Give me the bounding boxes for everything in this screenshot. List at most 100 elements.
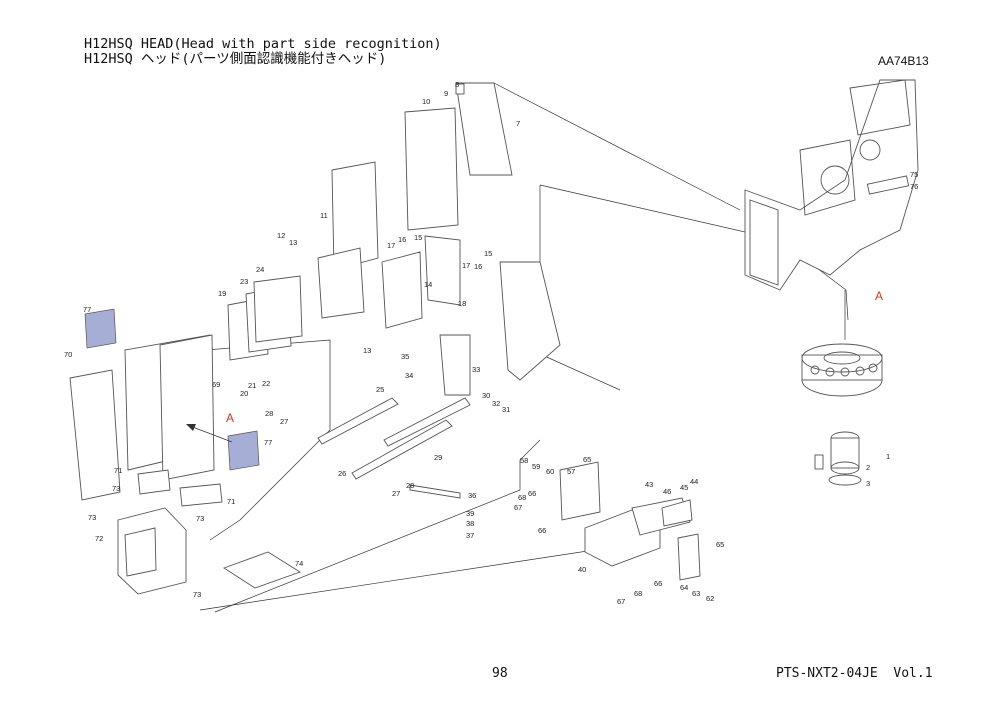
callout-74: 74 <box>295 559 303 568</box>
label-77-b <box>227 430 260 471</box>
callout-27: 27 <box>280 417 288 426</box>
callout-77: 77 <box>83 305 91 314</box>
callout-71: 71 <box>114 466 122 475</box>
callout-36: 36 <box>468 491 476 500</box>
callout-39: 39 <box>466 509 474 518</box>
callout-57: 57 <box>567 467 575 476</box>
callout-67: 67 <box>514 503 522 512</box>
callout-33: 33 <box>472 365 480 374</box>
callout-64: 64 <box>680 583 688 592</box>
callout-28: 28 <box>265 409 273 418</box>
callout-9: 9 <box>444 89 448 98</box>
callout-72: 72 <box>95 534 103 543</box>
callout-29: 29 <box>434 453 442 462</box>
rails <box>317 397 471 480</box>
callout-65: 65 <box>716 540 724 549</box>
callout-62: 62 <box>706 594 714 603</box>
callout-13: 13 <box>289 238 297 247</box>
callout-18: 18 <box>458 299 466 308</box>
callout-38: 38 <box>466 519 474 528</box>
callout-66: 66 <box>538 526 546 535</box>
box-72 <box>117 469 223 595</box>
callout-35: 35 <box>401 352 409 361</box>
callout-25: 25 <box>376 385 384 394</box>
callout-66: 66 <box>654 579 662 588</box>
bracket-14 <box>381 235 461 329</box>
title-english: H12HSQ HEAD(Head with part side recognit… <box>84 36 442 52</box>
callout-23: 23 <box>240 277 248 286</box>
callout-69: 69 <box>212 380 220 389</box>
callout-31: 31 <box>502 405 510 414</box>
callout-20: 20 <box>240 389 248 398</box>
callout-75: 75 <box>910 170 918 179</box>
callout-24: 24 <box>256 265 264 274</box>
callout-73: 73 <box>112 484 120 493</box>
callout-45: 45 <box>680 483 688 492</box>
callout-66: 66 <box>528 489 536 498</box>
callout-11: 11 <box>320 211 328 220</box>
cover-69 <box>69 334 215 501</box>
document-id: PTS-NXT2-04JE Vol.1 <box>776 666 933 681</box>
callout-77: 77 <box>264 438 272 447</box>
callout-73: 73 <box>88 513 96 522</box>
lever-36 <box>409 484 461 499</box>
callout-67: 67 <box>617 597 625 606</box>
reference-mark-a: A <box>875 289 883 303</box>
callout-17: 17 <box>462 261 470 270</box>
title-japanese: H12HSQ ヘッド(パーツ側面認識機能付きヘッド) <box>84 51 387 67</box>
callout-71: 71 <box>227 497 235 506</box>
plate-74 <box>222 551 302 589</box>
callout-34: 34 <box>405 371 413 380</box>
callout-15: 15 <box>484 249 492 258</box>
callout-40: 40 <box>578 565 586 574</box>
callout-37: 37 <box>466 531 474 540</box>
callout-17: 17 <box>387 241 395 250</box>
callout-27: 27 <box>392 489 400 498</box>
callout-3: 3 <box>866 479 870 488</box>
callout-2: 2 <box>866 463 870 472</box>
callout-76: 76 <box>910 182 918 191</box>
callout-46: 46 <box>663 487 671 496</box>
label-77-a <box>84 308 117 349</box>
callout-59: 59 <box>532 462 540 471</box>
board-7 <box>455 82 513 176</box>
callout-22: 22 <box>262 379 270 388</box>
callout-73: 73 <box>196 514 204 523</box>
callout-7: 7 <box>516 119 520 128</box>
callout-30: 30 <box>482 391 490 400</box>
bracket-11 <box>317 107 459 319</box>
callout-19: 19 <box>218 289 226 298</box>
callout-13: 13 <box>363 346 371 355</box>
slider-40 <box>559 461 701 581</box>
camera-unit <box>227 275 303 361</box>
callout-63: 63 <box>692 589 700 598</box>
callout-10: 10 <box>422 97 430 106</box>
callout-8: 8 <box>455 80 459 89</box>
callout-1: 1 <box>886 452 890 461</box>
callout-16: 16 <box>474 262 482 271</box>
rotary-head <box>801 343 883 397</box>
mount-plate <box>499 261 561 381</box>
callout-12: 12 <box>277 231 285 240</box>
bracket-33 <box>439 334 471 396</box>
callout-58: 58 <box>520 456 528 465</box>
callout-68: 68 <box>634 589 642 598</box>
callout-28: 28 <box>406 481 414 490</box>
arrow-a <box>186 424 233 443</box>
callout-14: 14 <box>424 280 432 289</box>
callout-65: 65 <box>583 455 591 464</box>
callout-60: 60 <box>546 467 554 476</box>
callout-16: 16 <box>398 235 406 244</box>
callout-43: 43 <box>645 480 653 489</box>
callout-44: 44 <box>690 477 698 486</box>
head-frame <box>744 79 919 291</box>
cylinder-part <box>814 431 862 486</box>
callout-32: 32 <box>492 399 500 408</box>
callout-15: 15 <box>414 233 422 242</box>
callout-26: 26 <box>338 469 346 478</box>
reference-mark-a: A <box>226 411 234 425</box>
callout-68: 68 <box>518 493 526 502</box>
callout-21: 21 <box>248 381 256 390</box>
callout-70: 70 <box>64 350 72 359</box>
